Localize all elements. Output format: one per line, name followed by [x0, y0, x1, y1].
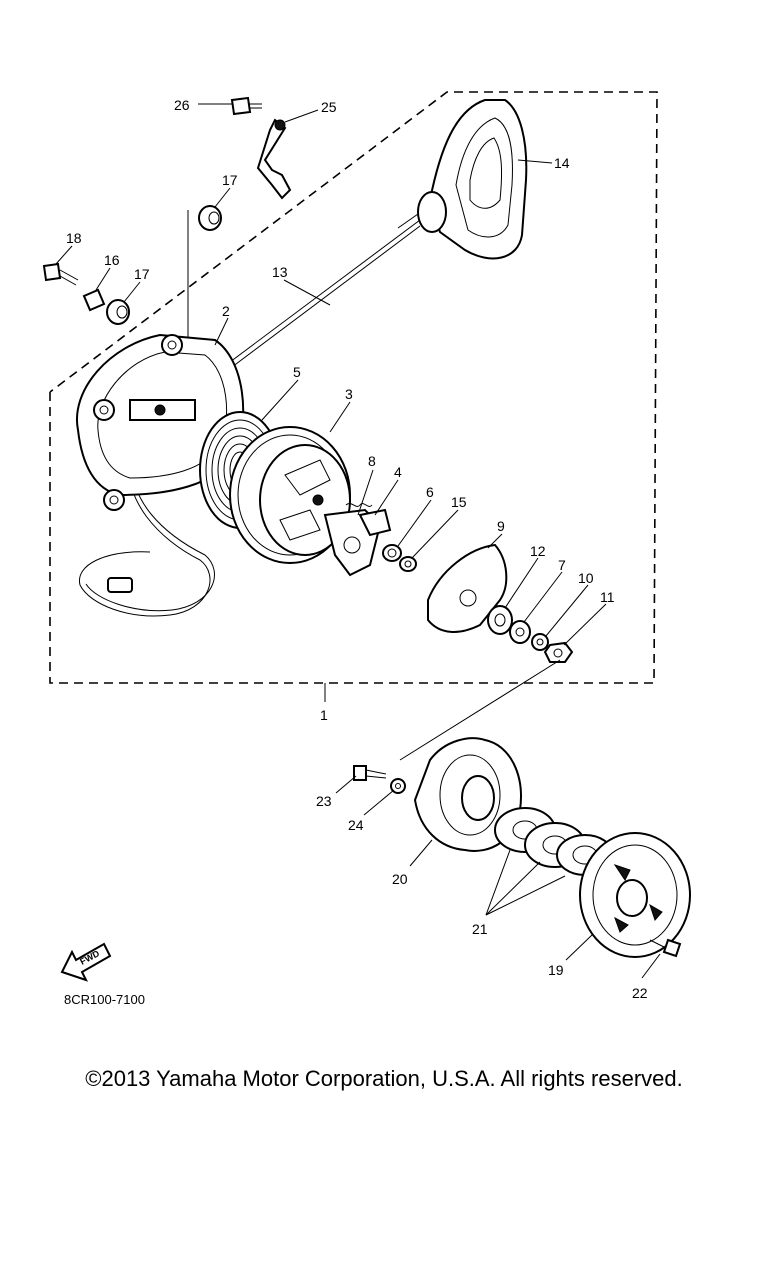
bracket-25-part	[256, 118, 292, 200]
copyright-notice: ©2013 Yamaha Motor Corporation, U.S.A. A…	[85, 1066, 683, 1091]
callout-1: 1	[320, 707, 328, 723]
callout-21: 21	[472, 921, 488, 937]
pulley-20-part	[413, 737, 522, 852]
callout-8: 8	[368, 453, 376, 469]
callout-25: 25	[321, 99, 337, 115]
bolt-26-part	[230, 96, 262, 116]
nut-10-part	[531, 633, 549, 651]
callout-17b: 17	[134, 266, 150, 282]
assembly-boundary	[49, 91, 658, 684]
callout-11: 11	[600, 589, 615, 605]
callout-16: 16	[104, 252, 120, 268]
spring-6-part	[382, 544, 402, 562]
callout-24: 24	[348, 817, 364, 833]
callout-17a: 17	[222, 172, 238, 188]
bolt-23-part	[353, 765, 387, 781]
collar-17b-part	[106, 299, 130, 325]
washer-24-part	[390, 778, 406, 794]
callout-4: 4	[394, 464, 402, 480]
washer-12-part	[487, 605, 513, 635]
callout-labels: 26 25 17 14 18 16 17 13 2 5 3 8 4 6 15 9…	[66, 97, 648, 1001]
callout-18: 18	[66, 230, 82, 246]
callout-7: 7	[558, 557, 566, 573]
callout-22: 22	[632, 985, 648, 1001]
callout-12: 12	[530, 543, 546, 559]
nut-15-part	[399, 556, 417, 572]
collar-17a-part	[198, 205, 222, 231]
callout-5: 5	[293, 364, 301, 380]
callout-20: 20	[392, 871, 408, 887]
leader-line	[399, 659, 561, 761]
drive-plate-part	[323, 503, 392, 577]
fwd-arrow-icon: FWD	[60, 942, 112, 982]
callout-26: 26	[174, 97, 190, 113]
callout-3: 3	[345, 386, 353, 402]
cover-19-part	[579, 832, 691, 958]
collar-16-part	[82, 288, 106, 312]
callout-23: 23	[316, 793, 332, 809]
nut-11-part	[543, 641, 574, 663]
callout-19: 19	[548, 962, 564, 978]
diagram-code: 8CR100-7100	[64, 992, 145, 1007]
callout-13: 13	[272, 264, 288, 280]
starter-handle-part	[397, 99, 528, 260]
leader-lines	[55, 103, 661, 979]
callout-10: 10	[578, 570, 594, 586]
callout-2: 2	[222, 303, 230, 319]
screw-22-part	[649, 938, 682, 958]
bolt-18-part	[42, 262, 79, 286]
callout-9: 9	[497, 518, 505, 534]
callout-6: 6	[426, 484, 434, 500]
callout-14: 14	[554, 155, 570, 171]
washer-7-part	[509, 620, 531, 644]
guide-plate-part	[427, 543, 508, 633]
callout-15: 15	[451, 494, 467, 510]
